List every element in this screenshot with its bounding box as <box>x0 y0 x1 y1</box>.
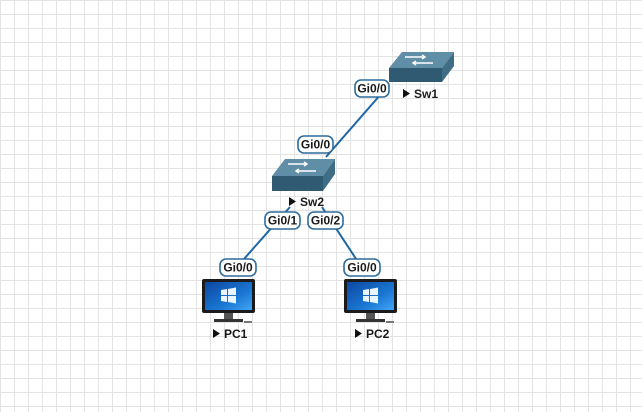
svg-text:PC1: PC1 <box>224 327 248 341</box>
switch-icon <box>389 52 454 82</box>
switch-icon <box>272 159 335 191</box>
windows-logo-icon <box>221 287 236 304</box>
switch-sw2[interactable]: Sw2 <box>272 159 335 209</box>
pc-pc2[interactable]: PC2 <box>344 279 397 341</box>
svg-text:Sw1: Sw1 <box>414 87 438 101</box>
port-pc2-gi00[interactable]: Gi0/0 <box>343 258 381 277</box>
port-pc1-gi00[interactable]: Gi0/0 <box>219 258 257 277</box>
port-sw2-gi02[interactable]: Gi0/2 <box>307 211 344 230</box>
pc-icon <box>344 279 397 323</box>
port-sw2-gi01[interactable]: Gi0/1 <box>264 211 301 230</box>
windows-logo-icon <box>363 287 378 304</box>
pc-icon <box>202 279 255 323</box>
pc-pc1[interactable]: PC1 <box>202 279 255 341</box>
port-sw2-gi00[interactable]: Gi0/0 <box>297 135 334 154</box>
link-sw1-sw2[interactable] <box>325 85 389 158</box>
port-label: Gi0/0 <box>347 261 377 275</box>
pc2-label: PC2 <box>355 327 390 341</box>
svg-text:PC2: PC2 <box>366 327 390 341</box>
svg-text:Sw2: Sw2 <box>300 195 324 209</box>
port-label: Gi0/0 <box>301 138 331 152</box>
port-sw1-gi00[interactable]: Gi0/0 <box>354 79 390 98</box>
port-label: Gi0/0 <box>223 261 253 275</box>
port-label: Gi0/1 <box>268 214 298 228</box>
switch-sw1[interactable]: Sw1 <box>389 52 454 101</box>
port-label: Gi0/0 <box>357 82 387 96</box>
pc1-label: PC1 <box>213 327 248 341</box>
sw1-label: Sw1 <box>403 87 438 101</box>
sw2-label: Sw2 <box>289 195 324 209</box>
port-label: Gi0/2 <box>311 214 341 228</box>
